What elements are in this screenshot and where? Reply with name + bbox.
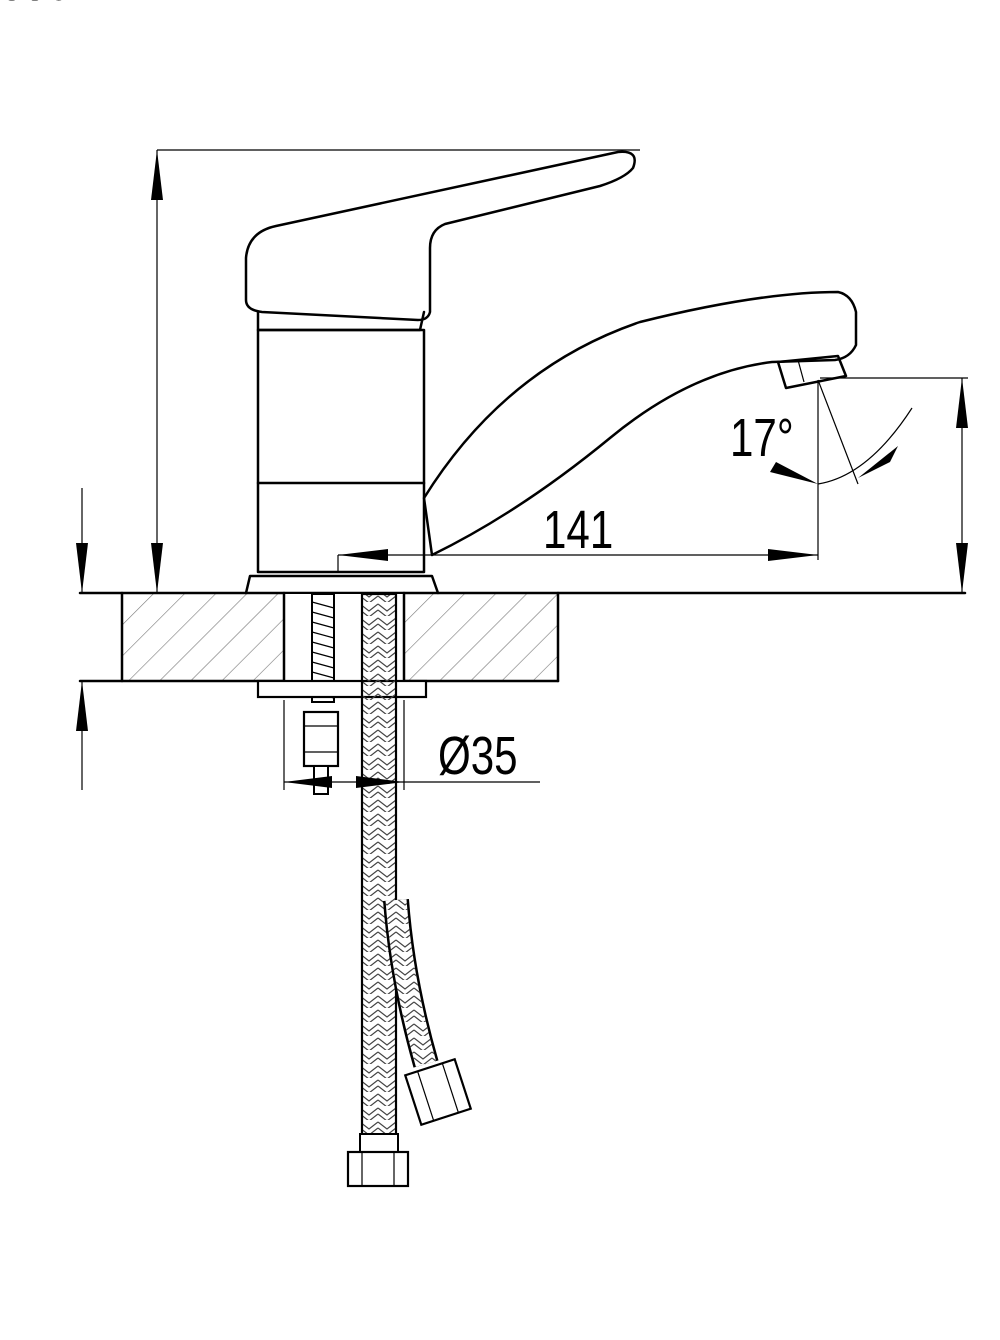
diameter-label: Ø35 [438,726,518,786]
dimension-reach: 141 [337,380,819,572]
flexible-hoses [346,592,473,1188]
mounting-hardware [256,593,428,795]
dimension-max-thickness: 35MAX [0,0,138,790]
faucet-body [244,150,858,595]
spout [422,290,858,557]
dimension-clearance: 63 [0,0,968,593]
dimension-diameter: Ø35 [283,700,540,790]
reach-label: 141 [543,500,613,560]
dimension-height: 130 [0,0,640,593]
height-label: 130 [0,0,70,12]
clearance-label: 63 [0,0,47,12]
lever-handle [244,150,636,322]
max-thickness-label: 35MAX [0,0,138,12]
angle-label: 17° [730,408,794,468]
countertop-section [78,591,967,683]
dimension-angle: 17° [730,379,913,485]
